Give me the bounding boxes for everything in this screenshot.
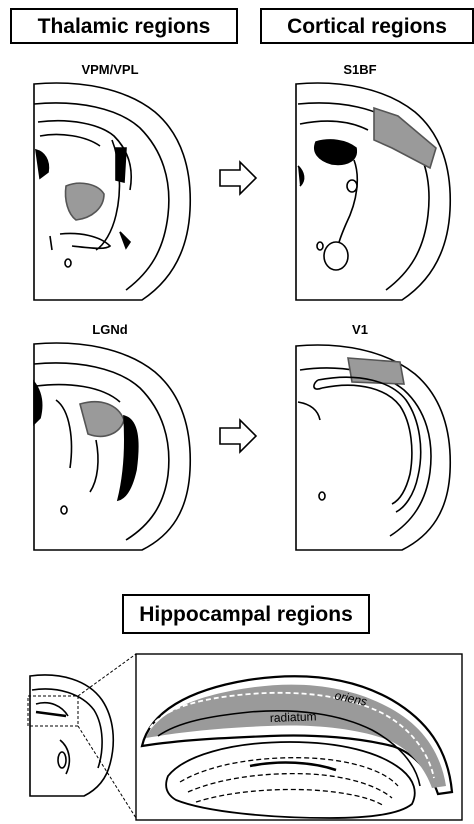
section-vpm-vpl [34, 83, 190, 300]
section-lgnd [34, 343, 190, 550]
v1-region [348, 358, 404, 384]
hippocampal-overview-section [28, 675, 113, 796]
arrow-lgnd-to-v1 [220, 420, 256, 452]
section-s1bf [296, 83, 450, 300]
section-v1 [296, 345, 450, 550]
hippocampal-zoom-panel [136, 654, 462, 820]
label-radiatum: radiatum [270, 709, 317, 725]
arrow-vpm-to-s1bf [220, 162, 256, 194]
